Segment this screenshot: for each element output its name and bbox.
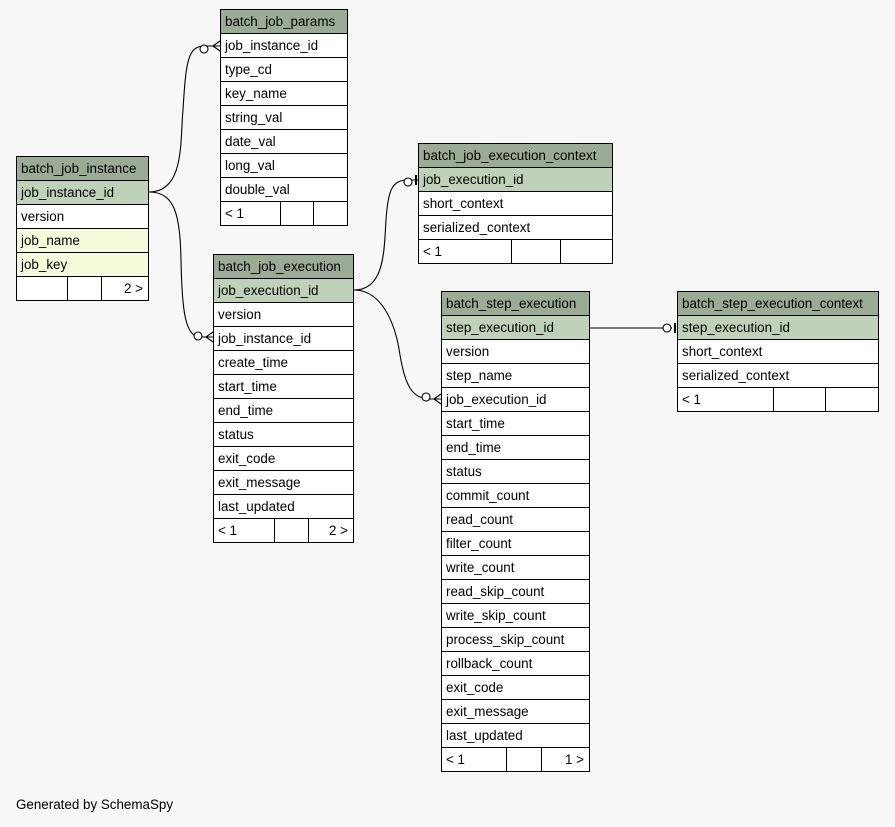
edge-execution-context — [353, 179, 418, 291]
column-row: serialized_context — [678, 364, 878, 388]
edge-instance-params — [148, 45, 220, 193]
parents-count[interactable] — [17, 277, 68, 300]
column-row: step_execution_id — [442, 316, 589, 340]
table-footer: < 1 — [678, 388, 878, 411]
parents-count[interactable]: < 1 — [419, 240, 512, 263]
column-row: start_time — [442, 412, 589, 436]
many-marker — [212, 40, 221, 52]
column-row: exit_message — [442, 700, 589, 724]
table-name: batch_job_execution — [214, 255, 353, 279]
column-row: date_val — [221, 130, 347, 154]
column-row: job_instance_id — [221, 34, 347, 58]
children-count[interactable]: 2 > — [329, 523, 348, 538]
column-row: status — [214, 423, 353, 447]
column-row: version — [442, 340, 589, 364]
column-row: exit_code — [214, 447, 353, 471]
edge-execution-step — [353, 289, 441, 400]
table-name: batch_step_execution_context — [678, 292, 878, 316]
parents-count[interactable]: < 1 — [678, 388, 774, 411]
optional-marker — [662, 323, 672, 333]
column-row: short_context — [678, 340, 878, 364]
children-count[interactable]: 1 > — [565, 752, 584, 767]
parents-count[interactable]: < 1 — [214, 519, 275, 542]
column-row: write_skip_count — [442, 604, 589, 628]
column-row: write_count — [442, 556, 589, 580]
column-row: last_updated — [214, 495, 353, 519]
column-row: end_time — [442, 436, 589, 460]
column-row: version — [214, 303, 353, 327]
table-name: batch_step_execution — [442, 292, 589, 316]
children-count[interactable] — [314, 202, 347, 225]
column-row: job_key — [17, 253, 148, 277]
table-footer: 2 > — [17, 277, 148, 300]
column-row: job_instance_id — [17, 181, 148, 205]
column-row: process_skip_count — [442, 628, 589, 652]
column-row: read_count — [442, 508, 589, 532]
row-count[interactable] — [774, 388, 826, 411]
table-name: batch_job_execution_context — [419, 144, 612, 168]
children-count[interactable] — [561, 240, 612, 263]
children-count[interactable] — [826, 388, 878, 411]
column-row: job_execution_id — [442, 388, 589, 412]
row-count[interactable] — [68, 277, 102, 300]
table-name: batch_job_params — [221, 10, 347, 34]
column-row: long_val — [221, 154, 347, 178]
column-row: type_cd — [221, 58, 347, 82]
column-row: read_skip_count — [442, 580, 589, 604]
table-name: batch_job_instance — [17, 157, 148, 181]
column-row: rollback_count — [442, 652, 589, 676]
column-row: version — [17, 205, 148, 229]
column-row: step_name — [442, 364, 589, 388]
column-row: job_name — [17, 229, 148, 253]
parents-count[interactable]: < 1 — [221, 202, 281, 225]
column-row: exit_message — [214, 471, 353, 495]
generated-by-note: Generated by SchemaSpy — [16, 797, 174, 812]
column-row: create_time — [214, 351, 353, 375]
table-footer: < 1 — [221, 202, 347, 225]
column-row: short_context — [419, 192, 612, 216]
column-row: double_val — [221, 178, 347, 202]
optional-marker — [199, 44, 209, 54]
column-row: exit_code — [442, 676, 589, 700]
many-marker — [433, 393, 442, 405]
optional-marker — [421, 392, 431, 402]
parents-count[interactable]: < 1 — [442, 748, 507, 771]
row-count[interactable] — [281, 202, 314, 225]
column-row: step_execution_id — [678, 316, 878, 340]
many-marker — [205, 331, 214, 343]
column-row: filter_count — [442, 532, 589, 556]
column-row: start_time — [214, 375, 353, 399]
children-count[interactable]: 2 > — [124, 281, 143, 296]
optional-marker — [193, 331, 203, 341]
table-footer: < 1 2 > — [214, 519, 353, 542]
table-footer: < 1 — [419, 240, 612, 263]
row-count[interactable] — [275, 519, 309, 542]
edge-instance-execution — [148, 191, 213, 338]
column-row: serialized_context — [419, 216, 612, 240]
column-row: key_name — [221, 82, 347, 106]
column-row: job_execution_id — [419, 168, 612, 192]
optional-marker — [403, 177, 413, 187]
row-count[interactable] — [512, 240, 561, 263]
column-row: job_instance_id — [214, 327, 353, 351]
column-row: commit_count — [442, 484, 589, 508]
column-row: last_updated — [442, 724, 589, 748]
table-footer: < 1 1 > — [442, 748, 589, 771]
column-row: status — [442, 460, 589, 484]
row-count[interactable] — [507, 748, 542, 771]
column-row: job_execution_id — [214, 279, 353, 303]
column-row: string_val — [221, 106, 347, 130]
column-row: end_time — [214, 399, 353, 423]
